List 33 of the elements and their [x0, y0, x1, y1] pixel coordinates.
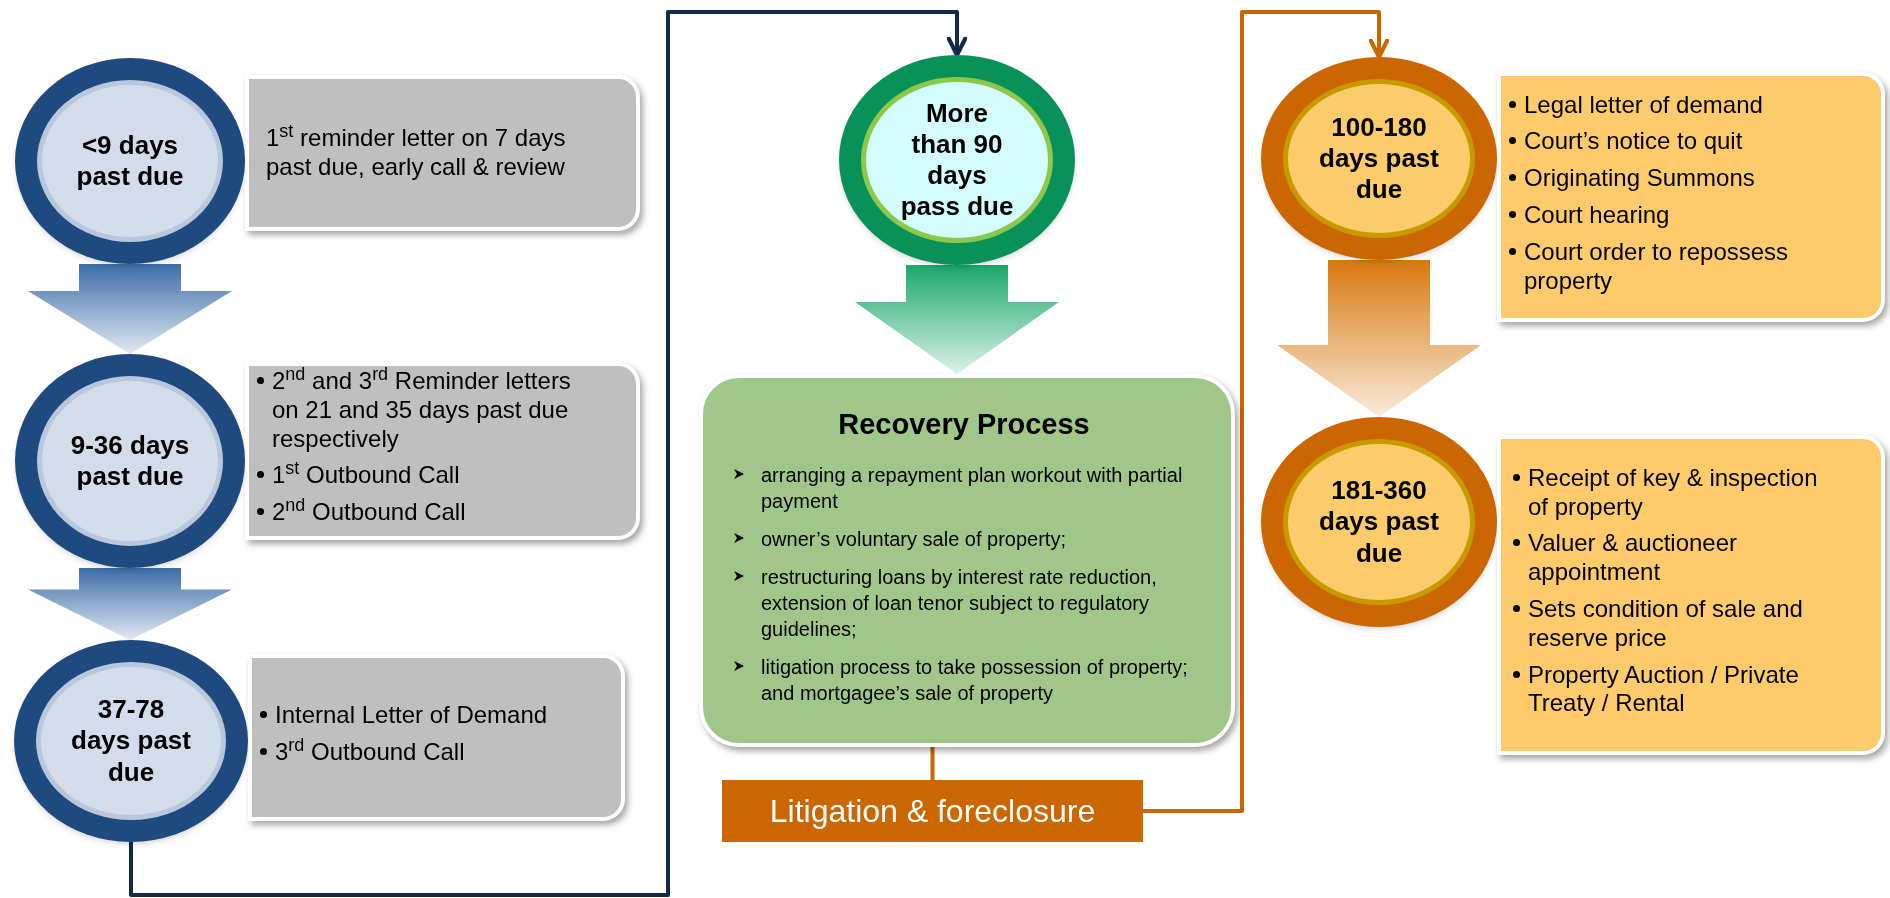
step-text: Sets condition of sale and reserve price	[1528, 595, 1804, 653]
step-text: 1$^{st}$ Outbound Call	[272, 461, 460, 491]
step-text: Originating Summons	[1524, 164, 1755, 193]
block-arrow	[1277, 260, 1481, 417]
label-bar: Litigation & foreclosure	[722, 780, 1143, 842]
block-arrow	[28, 264, 232, 354]
step-text: 1$^{st}$ reminder letter on 7 days past due, early call & review	[266, 124, 566, 182]
step-text: 2$^{nd}$ and 3$^{rd}$ Reminder letters on 21 and 35 days past due respectively	[272, 367, 572, 454]
step-text: arranging a repayment plan workout with partial payment	[761, 463, 1184, 515]
block-arrow	[855, 265, 1059, 374]
step-text: Legal letter of demand	[1524, 90, 1763, 120]
step-text: Court’s notice to quit	[1524, 127, 1743, 157]
block-arrow	[28, 568, 232, 640]
stage-label: 100-180 days past due	[1318, 111, 1440, 206]
connector-arrow	[1143, 10, 1390, 813]
step-text: restructuring loans by interest rate reduction, extension of loan tenor subject to regulatory guidelines;	[761, 565, 1158, 643]
step-text: Receipt of key & inspection of property	[1528, 463, 1819, 522]
step-text: 3$^{rd}$ Outbound Call	[275, 737, 465, 767]
stage-label: 37-78 days past due	[70, 694, 192, 788]
stage-label: <9 days past due	[75, 129, 185, 193]
stage-label: 181-360 days past due	[1318, 475, 1440, 569]
step-text: owner’s voluntary sale of property;	[761, 527, 1066, 553]
step-text: Internal Letter of Demand	[275, 700, 548, 730]
step-text: Property Auction / Private Treaty / Rental	[1528, 660, 1800, 719]
step-text: Court order to repossess property	[1524, 237, 1790, 296]
step-text: litigation process to take possession of property; and mortgagee’s sale of property	[761, 655, 1189, 707]
stage-label: More than 90 days pass due	[899, 97, 1015, 223]
stage-label: 9-36 days past due	[69, 429, 191, 493]
step-text: Valuer & auctioneer appointment	[1528, 529, 1738, 587]
box-heading: Recovery Process	[837, 406, 1091, 442]
step-text: Court hearing	[1524, 201, 1670, 230]
connector-arrow	[129, 10, 968, 897]
step-text: 2$^{nd}$ Outbound Call	[272, 498, 466, 527]
